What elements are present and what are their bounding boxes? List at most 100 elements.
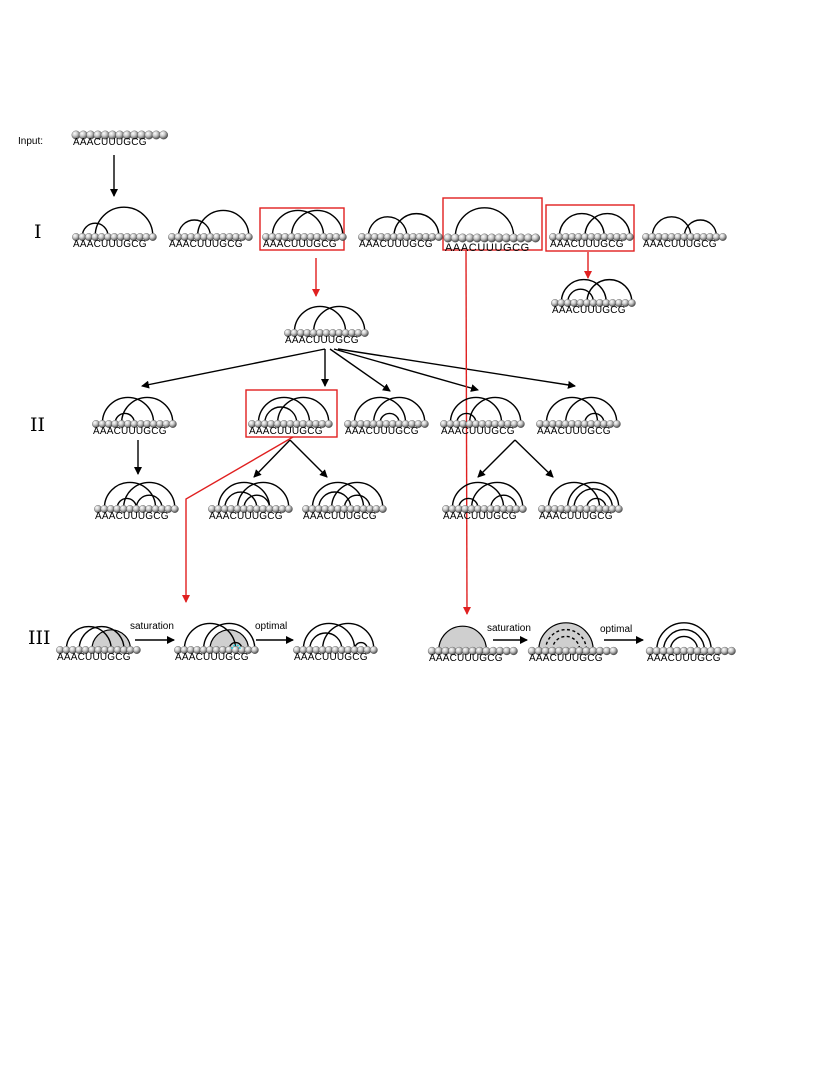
stage2-row2-1: AAACUUUGCG: [94, 481, 179, 522]
base-pair-arc: [183, 622, 237, 650]
nucleotide-bead: [531, 233, 540, 243]
base-pair-arc: [545, 396, 599, 424]
stage3-left-3: AAACUUUGCG: [293, 622, 378, 663]
highlight-box-stage2-2: [245, 389, 338, 438]
base-pair-arc: [217, 481, 271, 509]
sequence-text: AAACUUUGCG: [643, 239, 717, 250]
base-pair-arc: [454, 207, 515, 238]
nucleotide-bead: [369, 646, 378, 654]
stage-two-label: II: [30, 414, 45, 436]
filled-dome: [438, 625, 488, 651]
stage2-structure-4: AAACUUUGCG: [440, 396, 525, 437]
nucleotide-bead: [338, 233, 347, 241]
base-pair-arc: [236, 481, 290, 509]
sequence-text: AAACUUUGCG: [95, 511, 169, 522]
nucleotide-bead: [627, 299, 636, 307]
base-pair-arc: [293, 305, 347, 333]
base-pair-arc: [468, 396, 522, 424]
base-pair-arc: [309, 632, 343, 650]
base-pair-arc: [547, 481, 601, 509]
input-label: Input:: [18, 136, 43, 147]
base-pair-arc: [662, 628, 706, 651]
base-pair-arc: [586, 278, 633, 303]
red-arrow-stage2-2-down: [182, 436, 294, 603]
sequence-text: AAACUUUGCG: [263, 239, 337, 250]
nucleotide-bead: [132, 646, 141, 654]
base-pair-arc: [343, 494, 371, 509]
nucleotide-bead: [244, 233, 253, 241]
base-pair-arc: [353, 396, 407, 424]
arrow-stage2-2-left: [253, 439, 291, 478]
sequence-text: AAACUUUGCG: [443, 511, 517, 522]
stage3-right-3: AAACUUUGCG: [645, 622, 736, 664]
stage1-structure-3: AAACUUUGCG: [262, 209, 347, 250]
stage2-structure-1: AAACUUUGCG: [92, 396, 177, 437]
nucleotide-bead: [434, 233, 443, 241]
base-pair-arc: [330, 481, 384, 509]
sequence-text: AAACUUUGCG: [539, 511, 613, 522]
sequence-text: AAACUUUGCG: [175, 652, 249, 663]
stage2-row2-5: AAACUUUGCG: [538, 481, 623, 522]
nucleotide-bead: [420, 420, 429, 428]
highlight-box-stage1-3: [259, 207, 345, 251]
base-pair-arc: [311, 481, 365, 509]
sequence-text: AAACUUUGCG: [294, 652, 368, 663]
sequence-text: AAACUUUGCG: [529, 653, 603, 664]
nucleotide-bead: [250, 646, 259, 654]
sequence-text: AAACUUUGCG: [73, 239, 147, 250]
cyan-dashed-arc: [231, 644, 241, 650]
sequence-text: AAACUUUGCG: [285, 335, 359, 346]
base-pair-arc: [114, 412, 136, 424]
base-pair-arc: [276, 396, 330, 424]
arrow-to-stage2-3: [329, 348, 391, 392]
arrow-stage2-4-right: [514, 439, 554, 478]
base-pair-arc: [81, 222, 109, 237]
base-pair-arc: [558, 212, 605, 237]
base-pair-arc: [65, 625, 112, 650]
stage-one-label: I: [34, 221, 42, 243]
sequence-text: AAACUUUGCG: [169, 239, 243, 250]
nucleotide-bead: [148, 233, 157, 241]
stage2-row2-3: AAACUUUGCG: [302, 481, 387, 522]
highlight-box-stage1-5: [442, 197, 543, 251]
nucleotide-bead: [727, 646, 736, 656]
base-pair-arc: [584, 412, 605, 424]
structures-layer: AAACUUUGCG AAACUUUGCG AAACUUUGCG AAACUUUGCG…: [56, 130, 736, 664]
sequence-text: AAACUUUGCG: [552, 305, 626, 316]
filled-dome: [538, 622, 594, 651]
optimal-label-left: optimal: [255, 621, 287, 632]
base-pair-arc: [651, 216, 692, 237]
base-pair-arc: [135, 494, 163, 509]
base-pair-arc: [683, 219, 718, 237]
stage-three-label: III: [28, 627, 51, 649]
arrow-to-stage2-5: [337, 348, 576, 389]
base-pair-arc: [224, 491, 258, 509]
optimal-label-right: optimal: [600, 624, 632, 635]
base-pair-arc: [372, 396, 426, 424]
stage2-structure-2: AAACUUUGCG: [248, 396, 333, 437]
base-pair-arc: [367, 216, 408, 237]
sequence-text: AAACUUUGCG: [647, 653, 721, 664]
sequence-text: AAACUUUGCG: [209, 511, 283, 522]
base-pair-arc: [490, 494, 518, 509]
base-pair-arc: [271, 209, 325, 237]
base-pair-arc: [120, 396, 174, 424]
base-pair-arc: [451, 481, 505, 509]
nucleotide-bead: [159, 130, 168, 140]
nucleotide-bead: [625, 233, 634, 241]
stage2-structure-3: AAACUUUGCG: [344, 396, 429, 437]
sequence-text: AAACUUUGCG: [93, 426, 167, 437]
nucleotide-bead: [516, 420, 525, 428]
sequence-text: AAACUUUGCG: [345, 426, 419, 437]
base-pair-arc: [449, 396, 503, 424]
sequence-text: AAACUUUGCG: [550, 239, 624, 250]
nucleotide-bead: [168, 420, 177, 428]
sequence-text: AAACUUUGCG: [537, 426, 611, 437]
sequence-text: AAACUUUGCG: [429, 653, 503, 664]
base-pair-arc: [564, 396, 618, 424]
base-pair-arc: [567, 288, 595, 303]
nucleotide-bead: [170, 505, 179, 513]
stage2-row2-2: AAACUUUGCG: [208, 481, 293, 522]
base-pair-arc: [94, 206, 154, 237]
